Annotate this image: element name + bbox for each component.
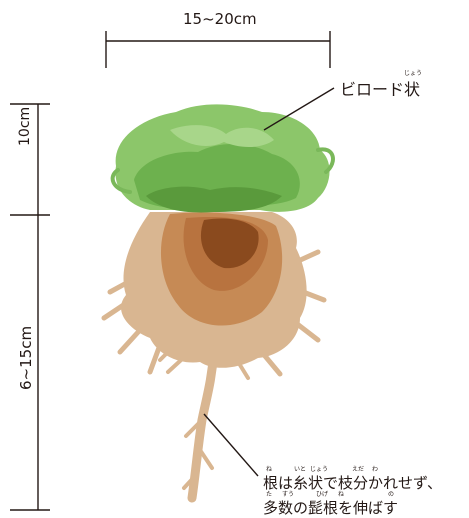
root-ruby-7: すう xyxy=(282,491,295,498)
root-ruby-3: じょう xyxy=(310,466,329,473)
height-dimension xyxy=(10,103,50,511)
width-dimension xyxy=(105,31,331,68)
root-ruby-6: た xyxy=(266,491,273,498)
width-label: 15~20cm xyxy=(183,10,257,28)
upper-height-label: 10cm xyxy=(17,106,33,146)
root-ruby-4: えだ xyxy=(352,466,365,473)
root-ruby-10: の xyxy=(388,491,395,498)
root-note-line-2: 多数の髭根を伸ばす xyxy=(263,499,399,517)
leaf-rosette xyxy=(110,104,335,213)
root-ruby-9: ね xyxy=(338,491,345,498)
root-ruby-2: いと xyxy=(294,466,307,473)
lower-height-label: 6~15cm xyxy=(17,325,35,390)
root-note-line-1: 根は糸状で枝分かれせず、 xyxy=(263,474,442,492)
root-ruby-1: ね xyxy=(266,466,273,473)
root-ruby-5: わ xyxy=(372,466,379,473)
leaf-ruby: じょう xyxy=(404,70,423,77)
root-mass xyxy=(101,212,327,503)
root-ruby-8: ひげ xyxy=(316,491,329,498)
leaf-texture-label: ビロード状 xyxy=(340,80,421,99)
leaf-leader-line xyxy=(263,87,335,131)
root-leader-line xyxy=(203,413,259,477)
